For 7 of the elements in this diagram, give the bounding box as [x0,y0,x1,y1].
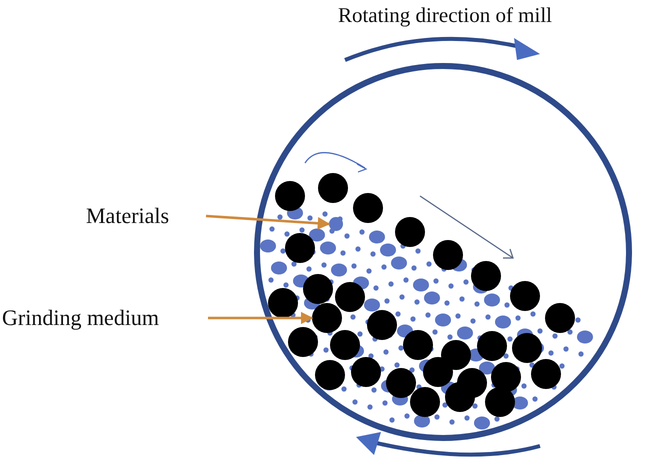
arrow [208,312,314,324]
node-label: Grinding medium [2,305,160,331]
direction-label: Rotating direction of mill [336,2,554,28]
arrow [206,214,330,230]
node-label: Materials [86,203,170,229]
material-particle [329,217,343,231]
grinding-ball [312,303,342,333]
